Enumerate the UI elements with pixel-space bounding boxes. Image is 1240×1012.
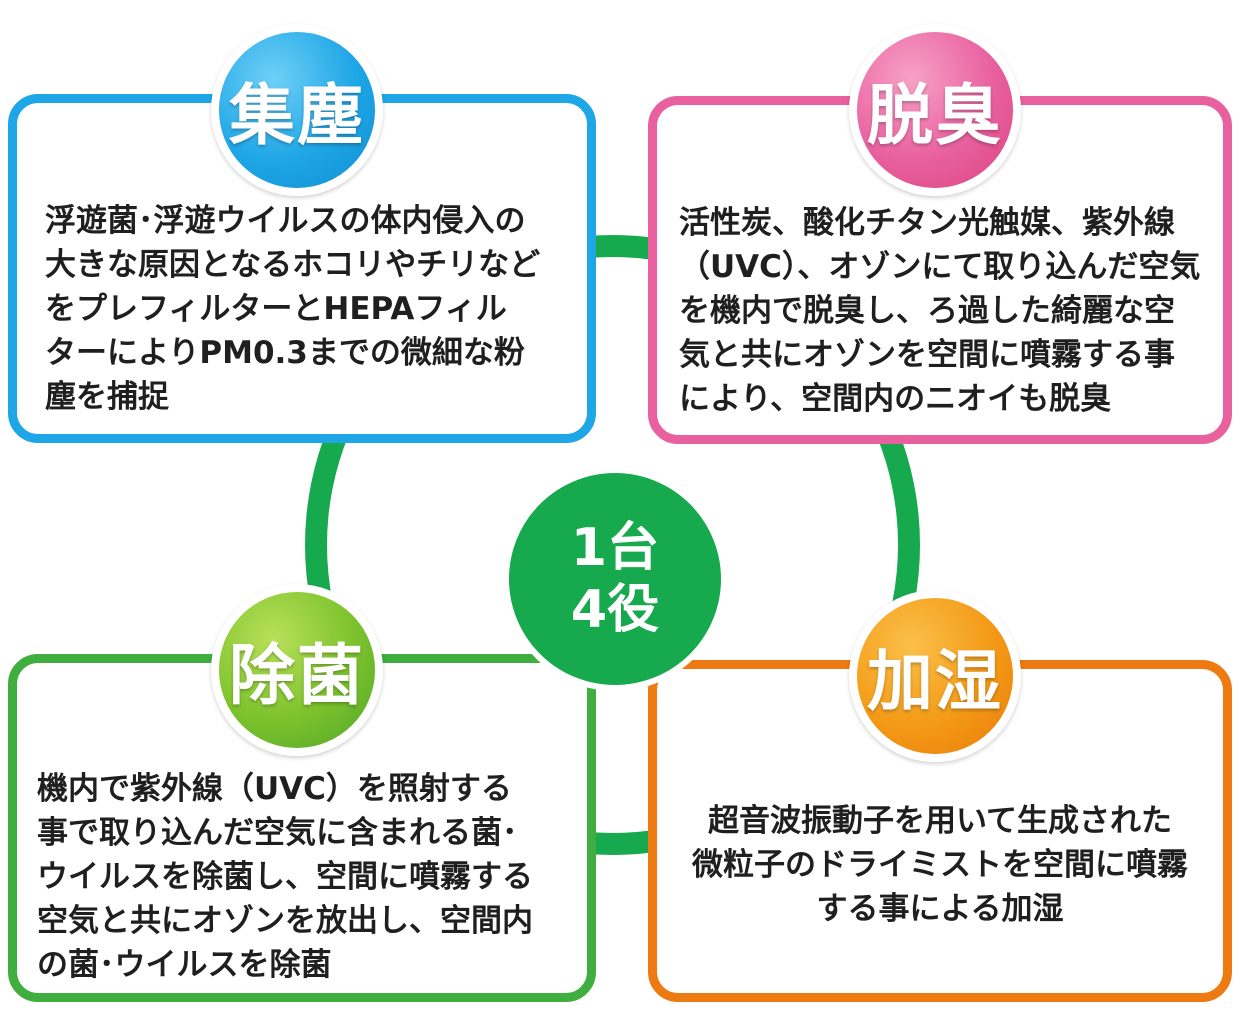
badge-dust-collection: 集塵 xyxy=(211,24,383,196)
badge-sterilize: 除菌 xyxy=(211,584,383,756)
card-deodorize-text: 活性炭、酸化チタン光触媒、紫外線 （UVC）、オゾンにて取り込んだ空気 を機内で… xyxy=(679,205,1201,417)
card-dust-collection-text: 浮遊菌･浮遊ウイルスの体内侵入の 大きな原因となるホコリやチリなど をプレフィル… xyxy=(45,203,541,415)
card-humidify: 超音波振動子を用いて生成された 微粒子のドライミストを空間に噴霧 する事による加… xyxy=(648,660,1232,1002)
badge-deodorize-label: 脱臭 xyxy=(867,77,1003,154)
badge-dust-collection-label: 集塵 xyxy=(229,77,365,154)
badge-humidify: 加湿 xyxy=(849,590,1021,762)
badge-deodorize: 脱臭 xyxy=(849,24,1021,196)
card-dust-collection: 浮遊菌･浮遊ウイルスの体内侵入の 大きな原因となるホコリやチリなど をプレフィル… xyxy=(8,94,596,443)
card-humidify-text: 超音波振動子を用いて生成された 微粒子のドライミストを空間に噴霧 する事による加… xyxy=(692,803,1188,927)
card-sterilize-text: 機内で紫外線（UVC）を照射する 事で取り込んだ空気に含まれる菌･ ウイルスを除… xyxy=(37,771,533,983)
center-line-2: 4役 xyxy=(570,580,660,640)
badge-humidify-label: 加湿 xyxy=(867,643,1003,720)
center-line-1: 1台 xyxy=(570,518,660,578)
center-circle: 1台 4役 xyxy=(503,467,727,691)
badge-sterilize-label: 除菌 xyxy=(229,637,365,714)
